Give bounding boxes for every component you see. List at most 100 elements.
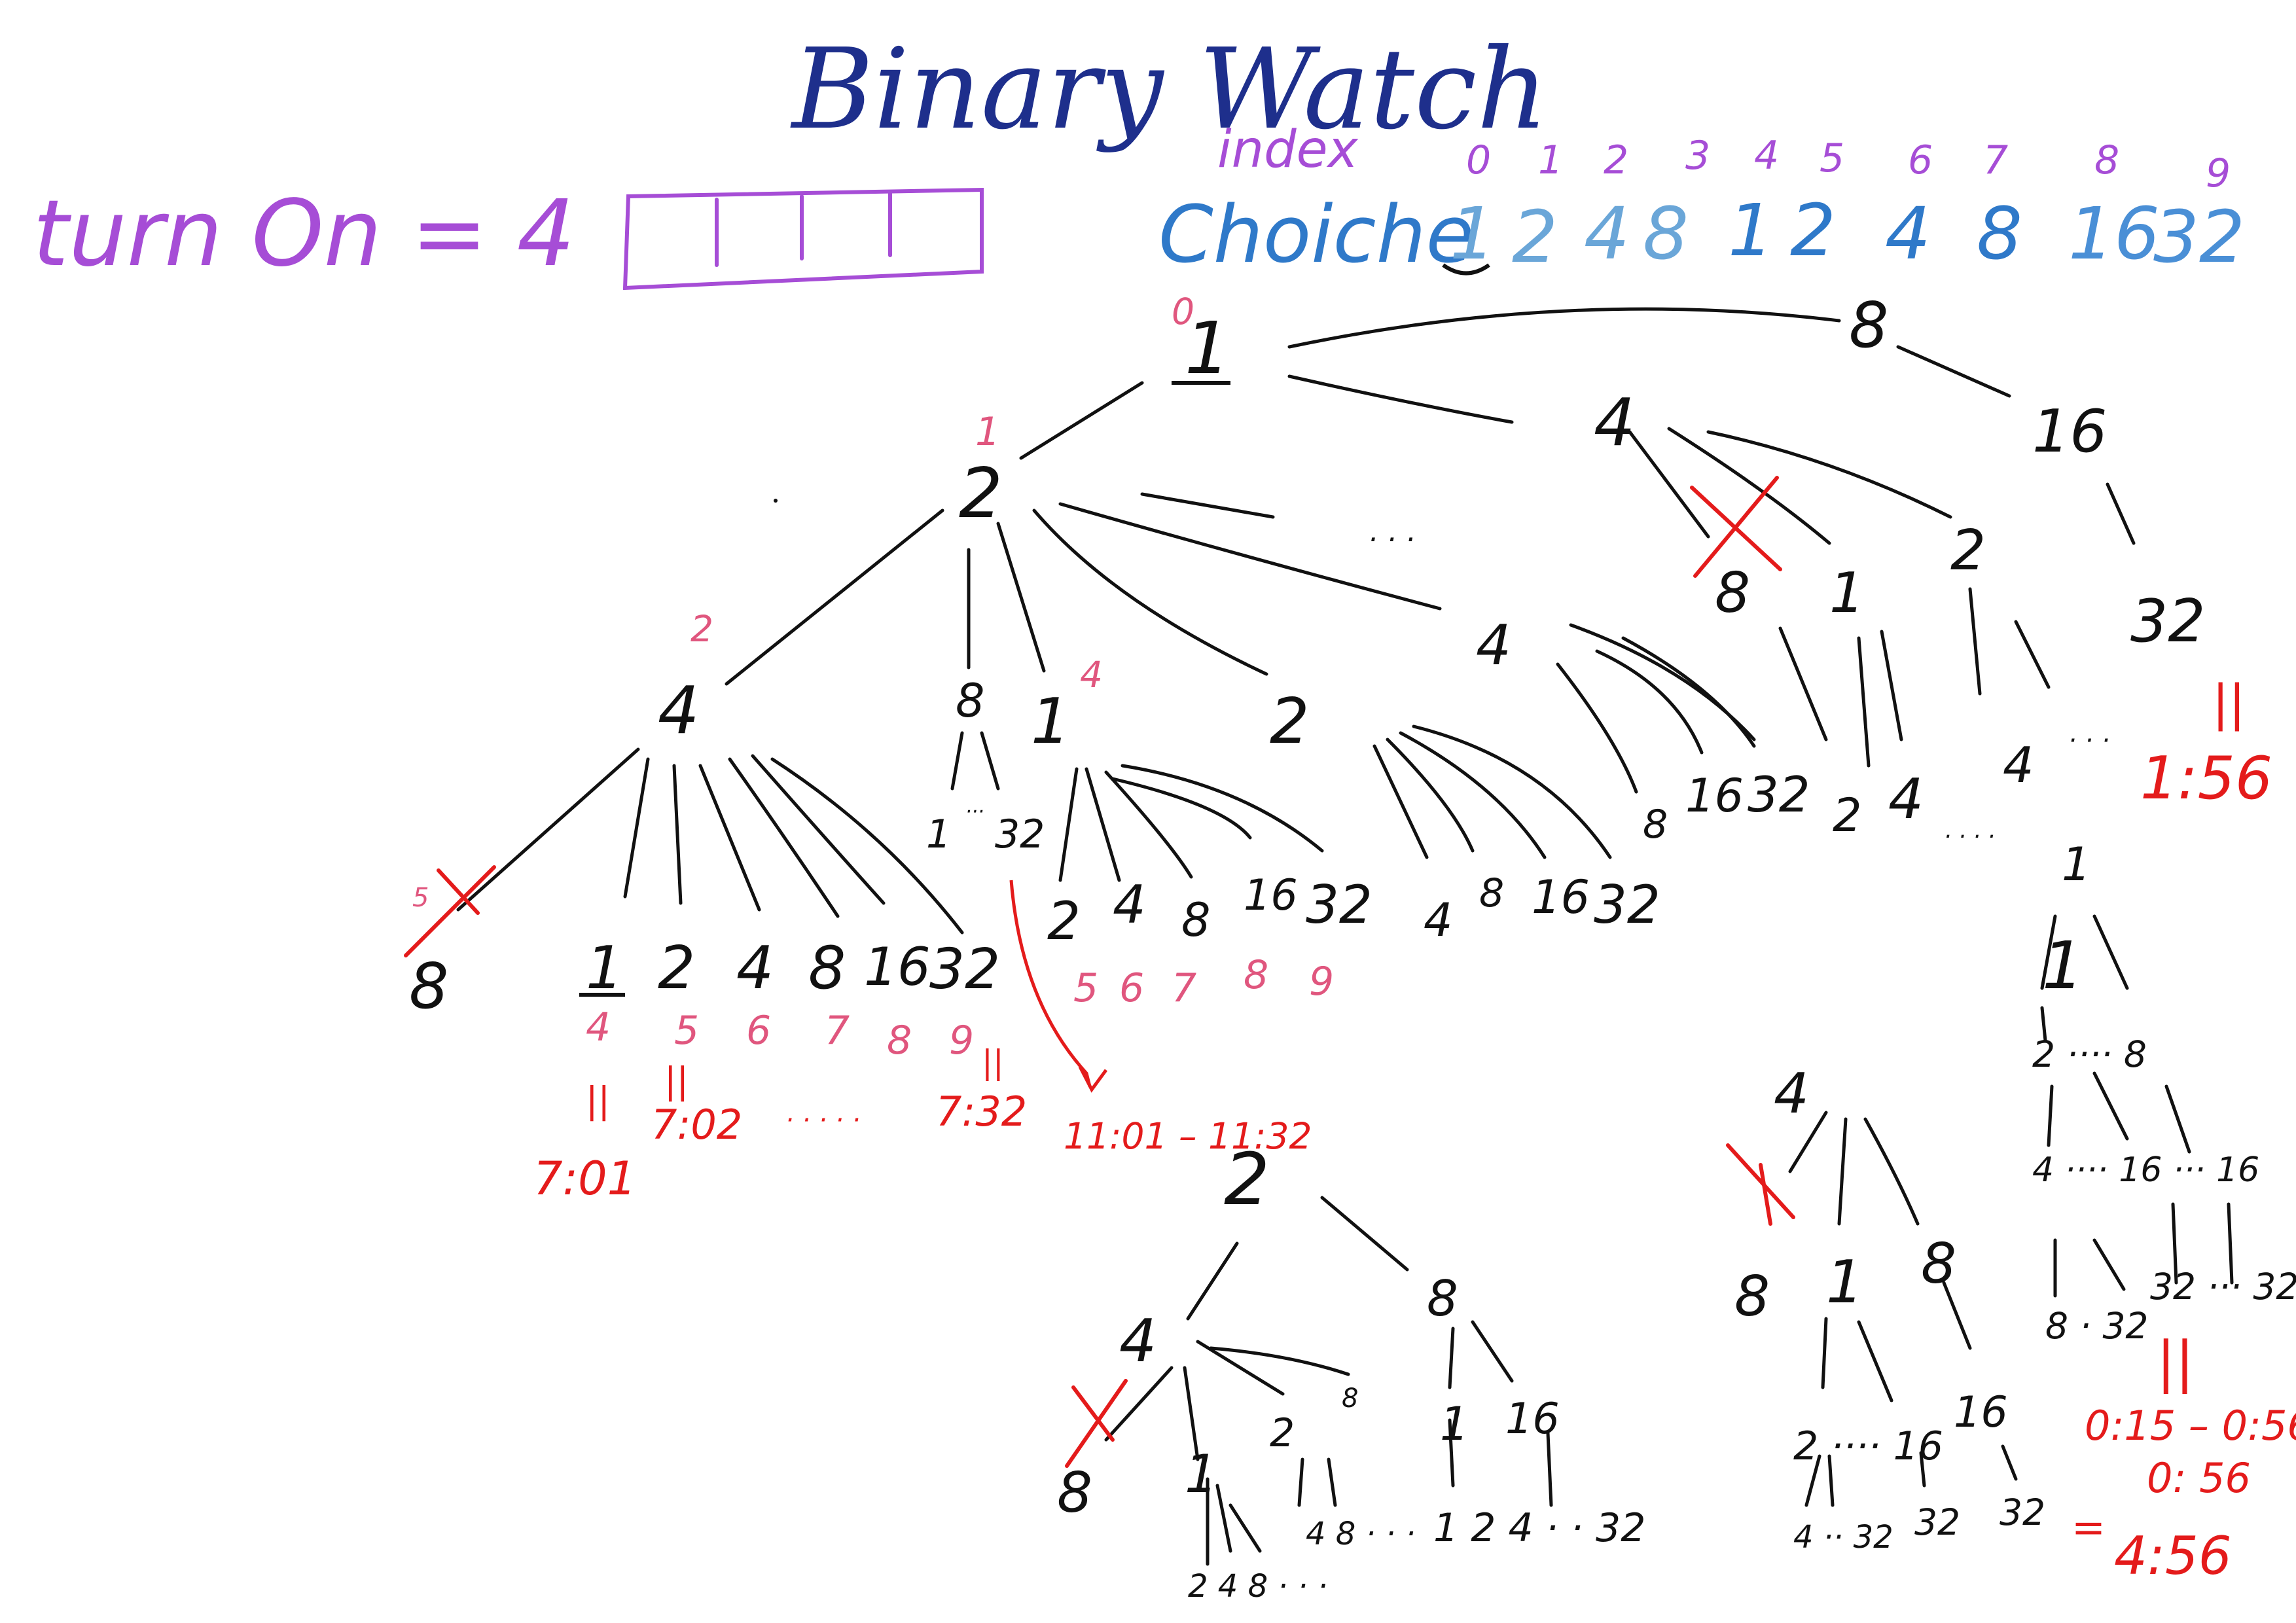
br-8: 8 [1921, 1232, 1956, 1296]
leaf-1-0: 2 [1047, 891, 1081, 952]
br-4: 4 [1774, 1061, 1809, 1126]
idx-root: 0 [1172, 291, 1194, 332]
node-lvl2-1: 1 [1031, 686, 1070, 758]
br-1: 1 [1826, 1248, 1863, 1317]
node-lvl2-2: 2 [1270, 686, 1309, 758]
node-lvl1-8: 8 [1849, 290, 1888, 362]
choice-label: Choiche [1158, 190, 1474, 281]
bm-8: 8 [1427, 1270, 1458, 1327]
idx-row1-1: 4 [586, 1005, 611, 1050]
index-1: 1 [1538, 137, 1563, 183]
leaf-4b-0: 8 [1643, 802, 1668, 847]
bm-8b: 8 [1342, 1383, 1358, 1414]
leaf-row1-3: 4 [736, 934, 774, 1003]
idx-row1-4: 7 [825, 1008, 850, 1054]
right-col-8-32: 8 · 32 [2045, 1305, 2148, 1347]
time-702: 7:02 [651, 1101, 742, 1149]
idx-lvl1-2: 1 [975, 409, 1000, 455]
time-732: 7:32 [936, 1088, 1027, 1135]
node-root: 1 [1185, 306, 1230, 390]
right-col-32-32: 32 ··· 32 [2150, 1266, 2296, 1308]
index-3: 3 [1685, 133, 1710, 179]
index-6: 6 [1908, 137, 1933, 183]
watch-box-sketch [622, 187, 984, 291]
eq-702: || [664, 1060, 689, 1102]
choice-3: 8 [1643, 192, 1689, 276]
bm-leaves-a: 2 4 8 · · · [1188, 1568, 1328, 1605]
bm-8x: 8 [1057, 1461, 1092, 1525]
turn-on-label: turn On = 4 [33, 181, 575, 287]
right-col-1b: 1 [2042, 927, 2084, 1004]
idx-row1-6: 9 [949, 1018, 974, 1063]
idx-leaf1-0: 5 [1073, 965, 1098, 1011]
choice-6: 4 [1885, 192, 1931, 276]
bm-1b: 1 [1440, 1397, 1469, 1451]
time-456-eq: = [2072, 1503, 2106, 1551]
choice-0: 1 [1450, 192, 1496, 276]
leaf-4b-2: 32 [1748, 766, 1810, 823]
sub-8-leaf-1: 1 [926, 812, 951, 857]
idx-row1-first: 5 [412, 883, 429, 913]
node-lvl1-4: 4 [1594, 384, 1636, 461]
node-lvl2-8: 8 [956, 674, 985, 728]
choice-8: 16 [2068, 192, 2160, 276]
choice-underline [1442, 263, 1490, 276]
br-16: 16 [1954, 1388, 2008, 1437]
node-lvl2-4: 4 [658, 672, 700, 749]
leaf-2-0: 4 [1424, 893, 1453, 947]
leaf-1-3: 16 [1244, 871, 1298, 920]
bm-1: 1 [1185, 1444, 1218, 1505]
eq-156: || [2212, 674, 2246, 732]
index-5: 5 [1820, 135, 1844, 181]
node-lvl2-4b: 4 [1476, 613, 1511, 678]
cross-marks [404, 476, 1795, 1468]
choice-2: 4 [1584, 192, 1630, 276]
leaf-r1-0: 2 [1833, 789, 1862, 842]
choice-4: 1 [1728, 188, 1774, 272]
result-arrowhead [1078, 1065, 1108, 1093]
leaf-2-2: 16 [1532, 870, 1590, 924]
node-right-32: 32 [2130, 587, 2206, 656]
leaf-r1-dots: · · · · [1944, 824, 1995, 850]
idx-row1-5: 8 [887, 1018, 912, 1063]
index-annotations: 0 1 2 4 5 4 5 6 7 8 9 5 6 7 8 9 [412, 291, 1334, 1063]
node-right-1: 1 [1829, 561, 1865, 626]
eq-701: || [586, 1079, 610, 1122]
idx-leaf1-3: 8 [1244, 952, 1268, 998]
choice-5: 2 [1790, 188, 1836, 272]
bm-leaves-c: 1 2 4 · · 32 [1433, 1505, 1645, 1551]
leaf-1-4: 32 [1306, 874, 1372, 935]
choice-7: 8 [1977, 192, 2022, 276]
dot-mark [774, 499, 778, 503]
node-dots-a: · · · [1368, 522, 1415, 557]
time-015-056: 0:15 – 0:56 [2085, 1402, 2296, 1450]
bm-leaves-b: 4 8 · · · [1306, 1516, 1416, 1552]
right-col-1: 1 [2062, 838, 2091, 891]
idx-leaf1-2: 7 [1172, 965, 1196, 1011]
leaf-2-3: 32 [1594, 874, 1660, 935]
bm-2: 2 [1270, 1410, 1295, 1456]
bm-root-2: 2 [1224, 1137, 1270, 1221]
time-701: 7:01 [533, 1152, 636, 1205]
node-lvl1-2: 2 [959, 454, 1003, 533]
index-row: 0 1 2 3 4 5 6 7 8 9 [1466, 133, 2231, 196]
sub-8-leaf-32: 32 [995, 812, 1045, 857]
node-right-8x: 8 [1715, 561, 1750, 626]
time-156: 1:56 [2140, 744, 2272, 813]
node-right-2: 2 [1950, 518, 1986, 583]
bm-16: 16 [1505, 1395, 1560, 1444]
leaf-row1-1: 1 [586, 934, 623, 1003]
page-title: Binary Watch [790, 25, 1549, 154]
leaf-row1-5: 16 [864, 936, 931, 997]
br-32a: 32 [1914, 1501, 1960, 1543]
leaf-row1-0: 8 [409, 951, 448, 1023]
node-right-dots: · · · [2068, 726, 2110, 756]
time-456: 4:56 [2114, 1525, 2232, 1586]
leaf-4b-1: 16 [1685, 769, 1744, 823]
eq-015: || [2157, 1330, 2194, 1395]
bm-4: 4 [1119, 1307, 1157, 1376]
idx-row1-3: 6 [746, 1008, 771, 1054]
leaf-row1-4: 8 [808, 934, 846, 1003]
eq-732: || [982, 1043, 1004, 1081]
br-2-16: 2 ···· 16 [1793, 1423, 1943, 1469]
